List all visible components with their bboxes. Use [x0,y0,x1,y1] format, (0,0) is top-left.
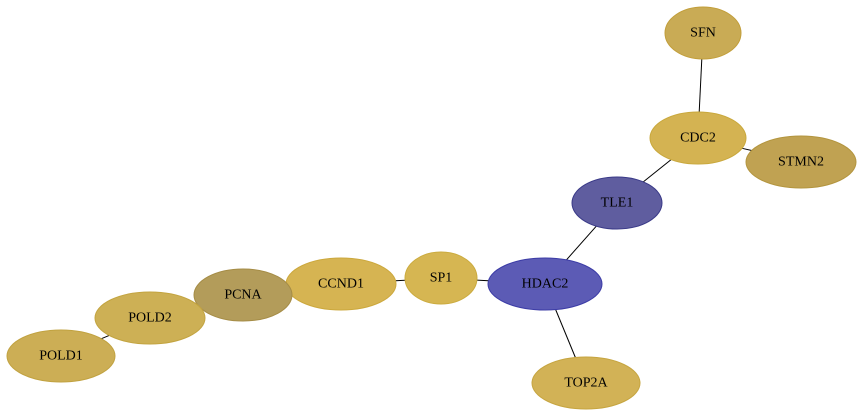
node-hdac2[interactable]: HDAC2 [487,257,603,311]
node-sp1[interactable]: SP1 [404,251,478,305]
node-ellipse [404,251,478,305]
node-pold2[interactable]: POLD2 [94,291,206,345]
node-label: CCND1 [318,277,364,292]
node-sfn[interactable]: SFN [664,6,742,60]
node-label: TOP2A [564,376,608,391]
edges-layer [101,58,752,358]
node-ellipse [193,268,293,322]
edge-pold2-pold1 [101,334,110,340]
edge-tle1-hdac2 [566,225,597,261]
node-pcna[interactable]: PCNA [193,268,293,322]
node-ellipse [487,257,603,311]
node-ellipse [745,135,857,189]
node-label: CDC2 [680,131,716,146]
node-label: SFN [690,26,716,41]
node-ellipse [6,329,116,383]
node-label: SP1 [430,271,453,286]
node-label: STMN2 [778,155,824,170]
node-ellipse [531,356,641,410]
node-ellipse [94,291,206,345]
edge-hdac2-sp1 [476,279,489,282]
node-ellipse [664,6,742,60]
node-top2a[interactable]: TOP2A [531,356,641,410]
edge-sfn-cdc2 [698,58,703,113]
edge-cdc2-tle1 [642,159,672,183]
node-label: TLE1 [601,196,634,211]
node-label: HDAC2 [522,277,569,292]
node-ellipse [571,176,663,230]
node-pold1[interactable]: POLD1 [6,329,116,383]
node-ccnd1[interactable]: CCND1 [285,257,397,311]
node-label: POLD1 [39,349,83,364]
node-stmn2[interactable]: STMN2 [745,135,857,189]
node-ellipse [649,111,747,165]
node-label: PCNA [224,288,262,303]
node-tle1[interactable]: TLE1 [571,176,663,230]
node-label: POLD2 [128,311,172,326]
edge-cdc2-stmn2 [741,147,752,151]
edge-hdac2-top2a [555,309,576,358]
node-cdc2[interactable]: CDC2 [649,111,747,165]
edge-sp1-ccnd1 [395,279,406,282]
